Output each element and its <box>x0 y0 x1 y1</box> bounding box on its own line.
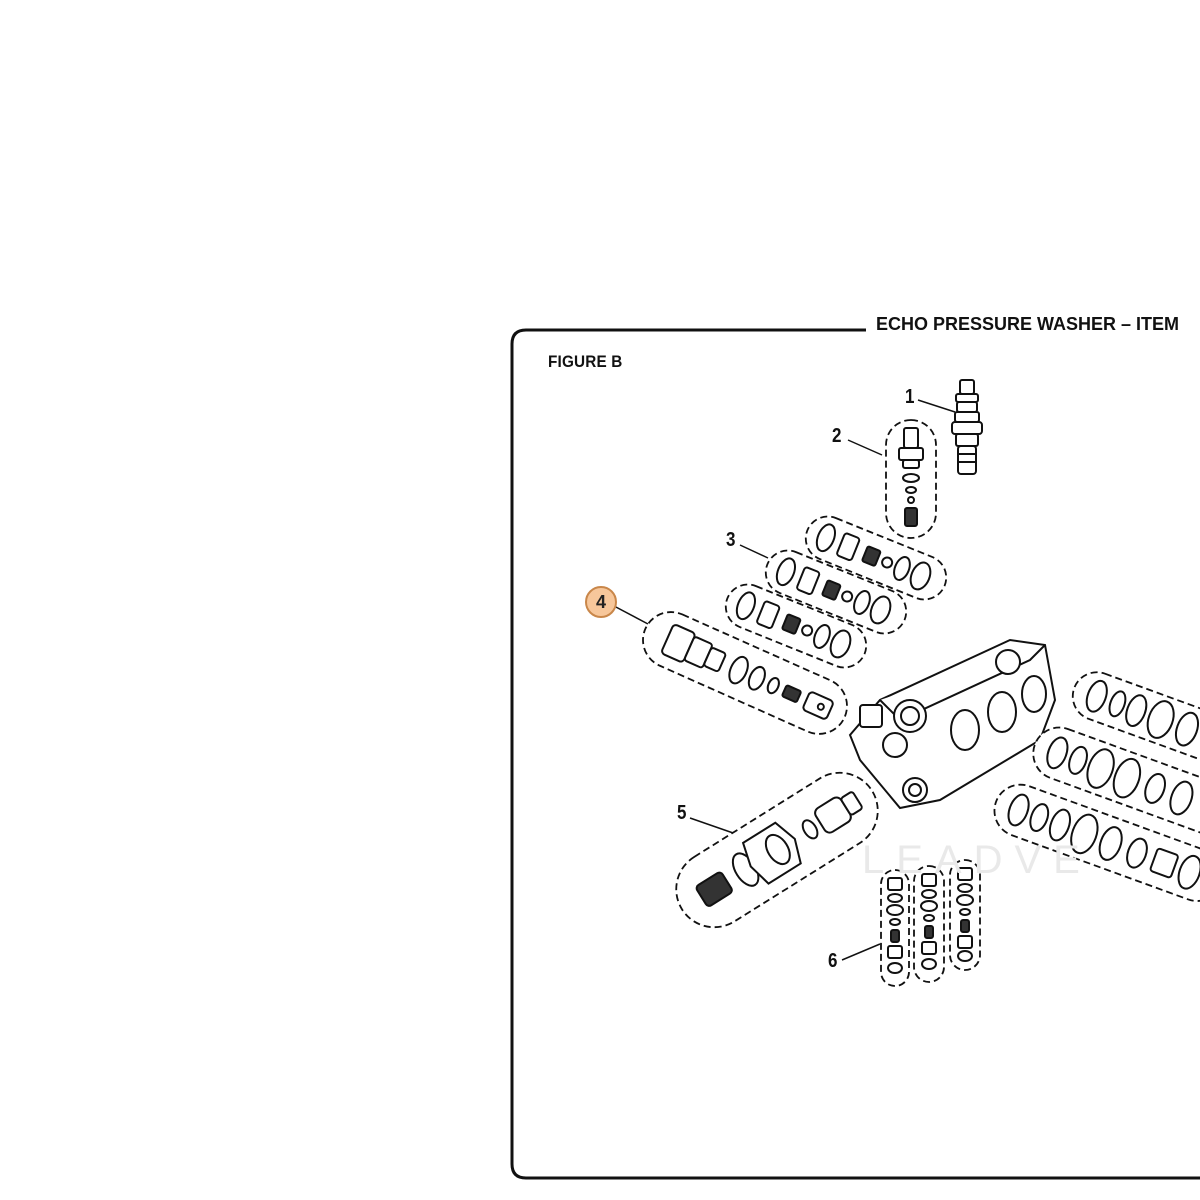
part-4-injector-assembly <box>613 605 848 735</box>
part-3-check-valve-kits <box>724 515 948 669</box>
part-2-thermal-relief-kit <box>847 419 937 539</box>
callout-1: 1 <box>905 386 915 408</box>
watermark: LEADVE <box>862 838 1092 882</box>
callout-5: 5 <box>677 802 687 824</box>
part-6-valve-kits <box>841 859 981 987</box>
part-1-unloader-valve <box>917 379 983 475</box>
callout-3: 3 <box>726 529 736 551</box>
pump-manifold-body <box>848 638 1057 810</box>
callout-2: 2 <box>832 425 842 447</box>
figure-label: FIGURE B <box>548 352 623 371</box>
part-5-outlet-coupler-kit <box>675 771 879 929</box>
seal-kits-right <box>993 671 1200 902</box>
callout-4-highlighted: 4 <box>585 586 617 618</box>
figure-frame <box>510 328 1200 1180</box>
callout-6: 6 <box>828 950 838 972</box>
diagram-heading: ECHO PRESSURE WASHER – ITEM <box>870 314 1186 335</box>
